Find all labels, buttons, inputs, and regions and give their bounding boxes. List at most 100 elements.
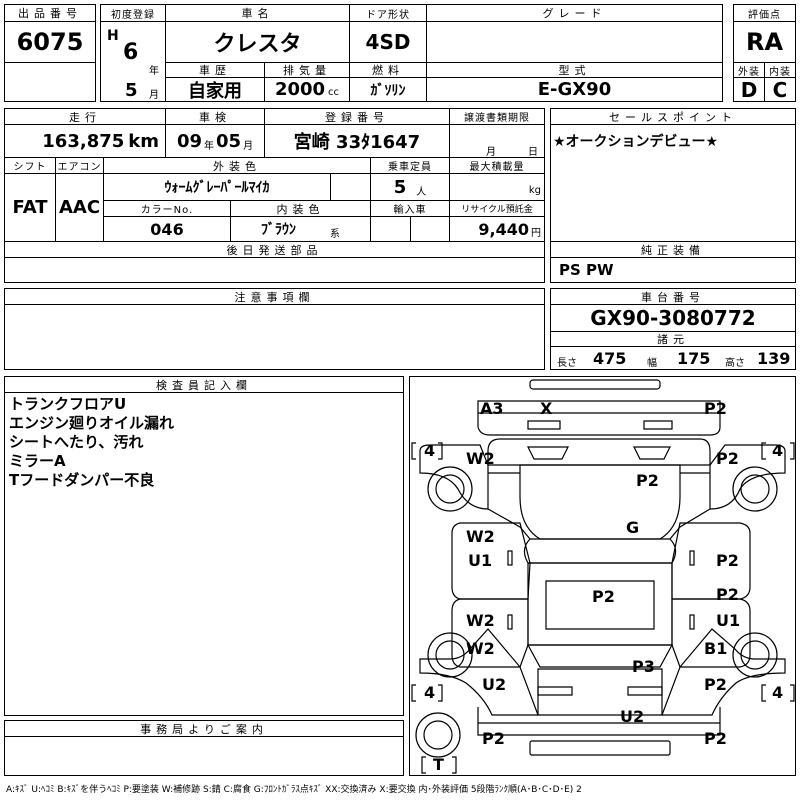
score-value: RA xyxy=(733,21,796,63)
aircon-label: エアコン xyxy=(55,157,104,174)
mark-w2-rl-door: W2 xyxy=(466,611,495,630)
inspector-line: ミラーA xyxy=(9,452,66,470)
specs-box: 長さ 475 幅 175 高さ 139 xyxy=(550,346,796,370)
first-reg-year: 6 xyxy=(123,40,139,65)
color-no-label: カラーNo. xyxy=(103,200,231,217)
ext-color-label: 外装色 xyxy=(103,157,371,174)
int-color-unit: 系 xyxy=(330,228,340,240)
notes-label: 注意事項欄 xyxy=(4,288,545,305)
import-value-a xyxy=(370,216,411,242)
capacity-label: 乗車定員 xyxy=(370,157,450,174)
color-no-value: 046 xyxy=(103,216,231,242)
ext-color-blank xyxy=(330,173,371,201)
notes-value xyxy=(4,304,545,370)
max-load-cell: kg xyxy=(449,173,545,201)
grade-label: グレード xyxy=(426,4,723,22)
model-value: E-GX90 xyxy=(426,77,723,102)
score-label: 評価点 xyxy=(733,4,796,22)
fuel-label: 燃料 xyxy=(349,62,427,78)
tire-fl: 4 xyxy=(424,441,436,460)
mark-x: X xyxy=(540,399,553,418)
inspector-line: トランクフロアU xyxy=(9,395,127,413)
recycle-label: リサイクル預託金 xyxy=(449,200,545,217)
inspector-line: Tフードダンパー不良 xyxy=(9,471,155,489)
mileage-label: 走行 xyxy=(4,108,166,125)
mileage-unit: km xyxy=(128,130,159,152)
genuine-equip-value: PS PW xyxy=(559,261,614,279)
inspector-label: 検査員記入欄 xyxy=(4,376,404,393)
mark-u1-rr-door: U1 xyxy=(716,611,741,630)
max-load-label: 最大積載量 xyxy=(449,157,545,174)
specs-width-label: 幅 xyxy=(647,358,657,369)
interior-score: C xyxy=(764,77,796,102)
sales-point-value: ★オークションデビュー★ xyxy=(553,134,719,150)
inspector-line: シートへたり、汚れ xyxy=(9,433,144,451)
int-color-value: ﾌﾞﾗｳﾝ xyxy=(261,222,296,238)
transfer-box: 月 日 xyxy=(449,124,545,158)
mark-w2-fl-fender: W2 xyxy=(466,449,495,468)
mark-p2-hood: P2 xyxy=(636,471,659,490)
capacity-value: 5 xyxy=(393,176,407,198)
transfer-label: 譲渡書類期限 xyxy=(449,108,545,125)
exterior-score: D xyxy=(733,77,765,102)
mark-p2-fr-door: P2 xyxy=(716,551,739,570)
office-label: 事務局よりご案内 xyxy=(4,720,404,737)
inspection-month-unit: 月 xyxy=(243,140,254,152)
genuine-equip-box: PS PW xyxy=(550,257,796,283)
sales-point-label: セールスポイント xyxy=(550,108,796,125)
mark-a3: A3 xyxy=(480,399,504,418)
mark-p2-rr-door: P2 xyxy=(716,585,739,604)
displacement-unit: cc xyxy=(328,87,340,98)
car-diagram: 4 4 4 4 T A3 X P2 W2 P2 P2 G W2 U1 P2 P2… xyxy=(409,376,796,776)
sales-point-box: ★オークションデビュー★ xyxy=(550,124,796,242)
tire-rl: 4 xyxy=(424,683,436,702)
history-value: 自家用 xyxy=(165,77,265,102)
tire-spare: T xyxy=(433,755,444,774)
registration-label: 登録番号 xyxy=(264,108,450,125)
recycle-value: 9,440 xyxy=(478,219,529,239)
specs-width: 175 xyxy=(677,349,711,368)
exterior-label: 外装 xyxy=(733,62,765,78)
inspector-line: エンジン廻りオイル漏れ xyxy=(9,414,175,432)
grade-value xyxy=(426,21,723,63)
mark-p2-front-right: P2 xyxy=(704,399,727,418)
tire-rr: 4 xyxy=(772,683,784,702)
later-parts-label: 後日発送部品 xyxy=(4,241,545,258)
registration-value: 宮崎 33ﾀ1647 xyxy=(264,124,450,158)
displacement-value: 2000 xyxy=(274,79,326,100)
mark-p2-rear-right-qtr: P2 xyxy=(704,675,727,694)
mark-g: G xyxy=(626,518,640,537)
first-reg-era: H xyxy=(107,28,119,44)
fuel-value: ｶﾞｿﾘﾝ xyxy=(349,77,427,102)
mark-p3-trunk: P3 xyxy=(632,657,655,676)
lot-label: 出品番号 xyxy=(4,4,96,22)
model-label: 型式 xyxy=(426,62,723,78)
first-reg-box: H 6 年 5 月 xyxy=(100,21,166,102)
specs-label: 諸元 xyxy=(550,331,796,347)
specs-height: 139 xyxy=(757,349,791,368)
shift-label: シフト xyxy=(4,157,56,174)
car-outline xyxy=(411,379,795,774)
first-reg-month: 5 xyxy=(125,80,138,101)
ext-color-value: ｳｫｰﾑｸﾞﾚｰﾊﾟｰﾙﾏｲｶ xyxy=(103,173,331,201)
legend: A:ｷｽﾞ U:ﾍｺﾐ B:ｷｽﾞを伴うﾍｺﾐ P:要塗装 W:補修跡 S:錆 … xyxy=(6,785,582,795)
specs-length: 475 xyxy=(593,349,627,368)
first-reg-year-unit: 年 xyxy=(149,66,159,77)
office-value xyxy=(4,736,404,776)
int-color-cell: ﾌﾞﾗｳﾝ 系 xyxy=(230,216,371,242)
capacity-unit: 人 xyxy=(416,186,427,198)
car-name: クレスタ xyxy=(165,21,350,63)
mark-u2-rear-left: U2 xyxy=(482,675,507,694)
mark-u2-rear-bumper: U2 xyxy=(620,707,645,726)
mark-p2-roof: P2 xyxy=(592,587,615,606)
mark-p2-fr-fender: P2 xyxy=(716,449,739,468)
import-label: 輸入車 xyxy=(370,200,450,217)
chassis-value: GX90-3080772 xyxy=(550,304,796,332)
mileage-value: 163,875 xyxy=(42,130,125,152)
specs-length-label: 長さ xyxy=(557,358,577,369)
transfer-day-unit: 日 xyxy=(528,147,538,158)
